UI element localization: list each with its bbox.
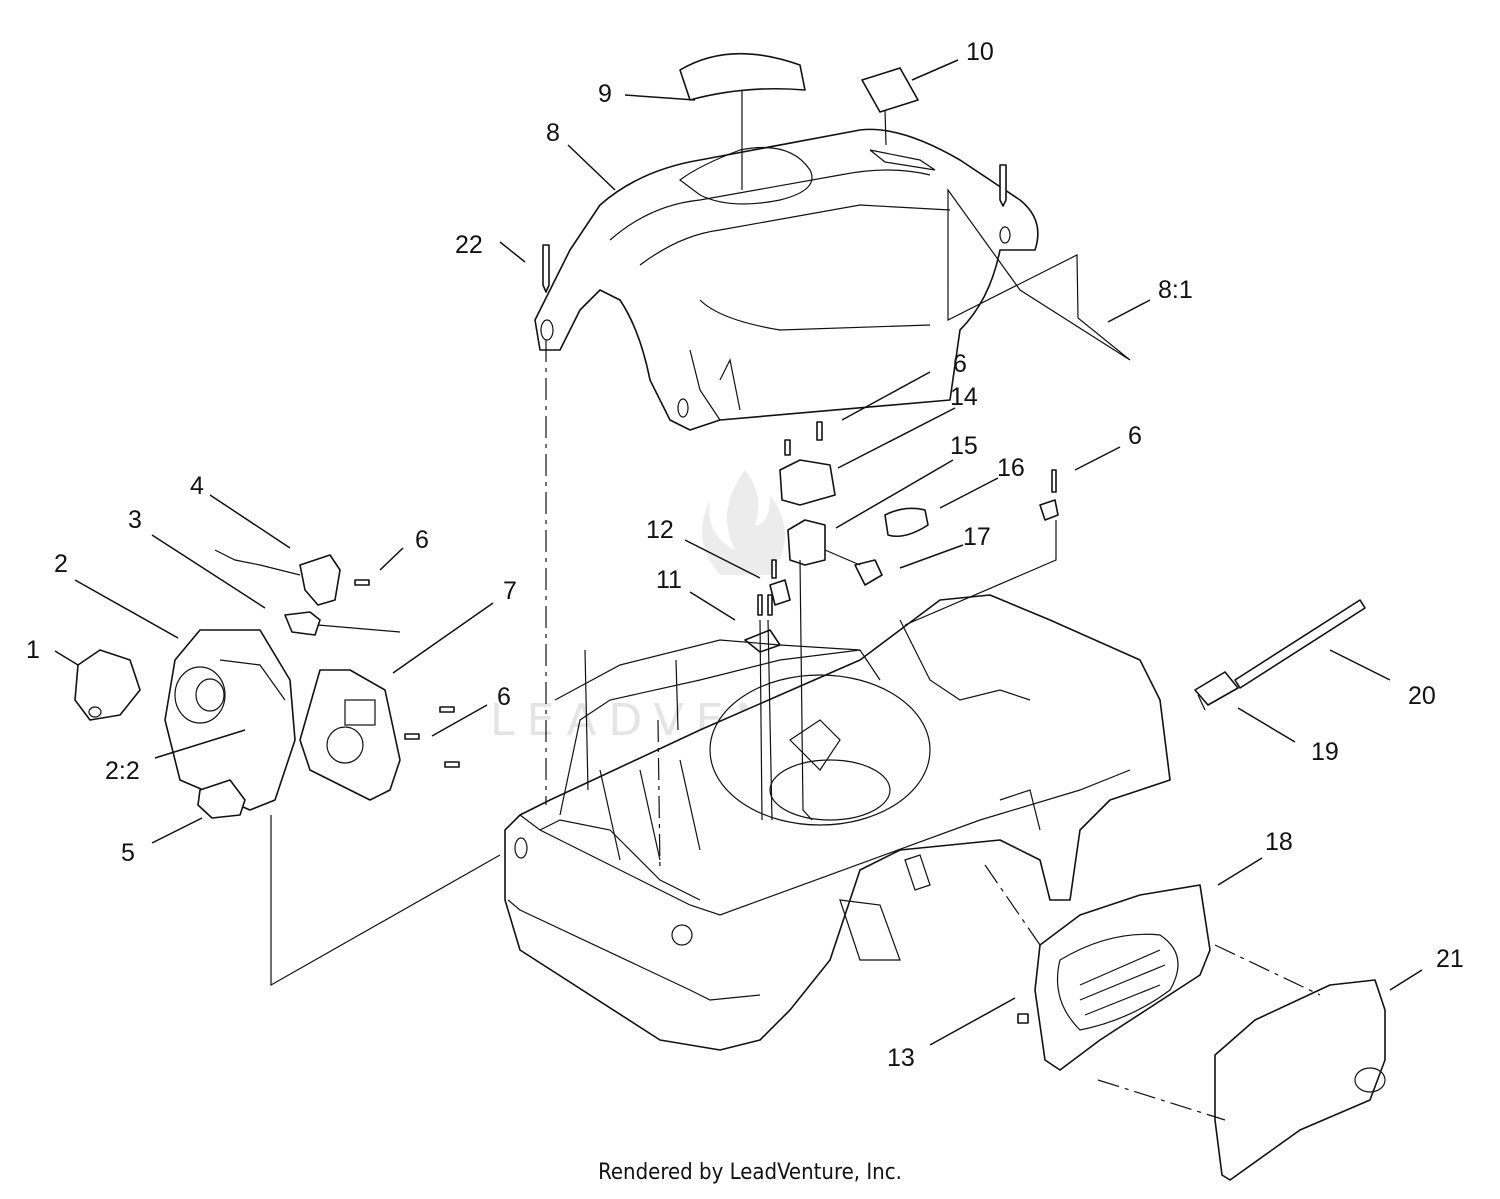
callout-15: 15 <box>950 432 978 460</box>
part-3 <box>284 611 321 636</box>
top-cover-part-8 <box>534 128 1039 431</box>
callout-8-1: 8:1 <box>1158 276 1193 304</box>
part-17 <box>854 559 883 586</box>
callout-19: 19 <box>1311 738 1339 766</box>
callout-3: 3 <box>128 506 142 534</box>
part-2 <box>164 629 296 811</box>
rod-part-20 <box>1234 599 1366 689</box>
fastener-center-right <box>1039 499 1059 521</box>
control-panel-assembly <box>74 549 501 987</box>
part-14 <box>779 459 836 506</box>
part-12 <box>769 579 791 606</box>
part-4 <box>299 554 341 606</box>
callout-6-right: 6 <box>1128 422 1142 450</box>
part-9 <box>679 52 806 101</box>
callout-11: 11 <box>656 566 682 594</box>
callout-6-top: 6 <box>953 350 967 378</box>
part-21 <box>1214 979 1386 1181</box>
callout-18: 18 <box>1265 828 1293 856</box>
part-10 <box>861 67 919 113</box>
callout-4: 4 <box>190 472 204 500</box>
callout-6-lower: 6 <box>497 683 511 711</box>
footer-credit: Rendered by LeadVenture, Inc. <box>598 1160 902 1185</box>
part-18 <box>1034 884 1211 1071</box>
callout-1: 1 <box>26 636 40 664</box>
callout-14: 14 <box>950 383 978 411</box>
part-1 <box>74 649 141 721</box>
callout-22: 22 <box>455 231 483 259</box>
alignment-line <box>657 719 661 871</box>
callout-8: 8 <box>546 119 560 147</box>
side-panel-assembly <box>984 864 1386 1181</box>
screw-top-right <box>999 164 1007 207</box>
callout-21: 21 <box>1436 945 1464 973</box>
main-housing <box>504 594 1171 1051</box>
center-switch-assembly <box>554 421 1059 821</box>
callout-20: 20 <box>1408 682 1436 710</box>
callout-9: 9 <box>598 80 612 108</box>
callout-10: 10 <box>966 38 994 66</box>
part-16 <box>884 507 929 538</box>
callout-7: 7 <box>503 577 517 605</box>
decal-part-8-1 <box>947 188 1131 361</box>
callout-17: 17 <box>963 523 991 551</box>
leader-lines <box>54 59 1423 1046</box>
callout-5: 5 <box>121 839 135 867</box>
part-5 <box>197 779 246 819</box>
part-11 <box>744 629 781 653</box>
callout-labels: 9 10 8 22 8:1 6 14 15 16 6 17 12 11 4 3 … <box>26 38 1464 1072</box>
part-15 <box>787 519 826 566</box>
callout-6-left: 6 <box>415 526 429 554</box>
callout-12: 12 <box>646 516 674 544</box>
callout-13: 13 <box>887 1044 915 1072</box>
screw-22 <box>542 244 550 293</box>
spring-part-19 <box>1194 671 1239 706</box>
callout-16: 16 <box>997 454 1025 482</box>
callout-2-2: 2:2 <box>105 757 140 785</box>
callout-2: 2 <box>54 550 68 578</box>
part-7 <box>299 669 401 801</box>
